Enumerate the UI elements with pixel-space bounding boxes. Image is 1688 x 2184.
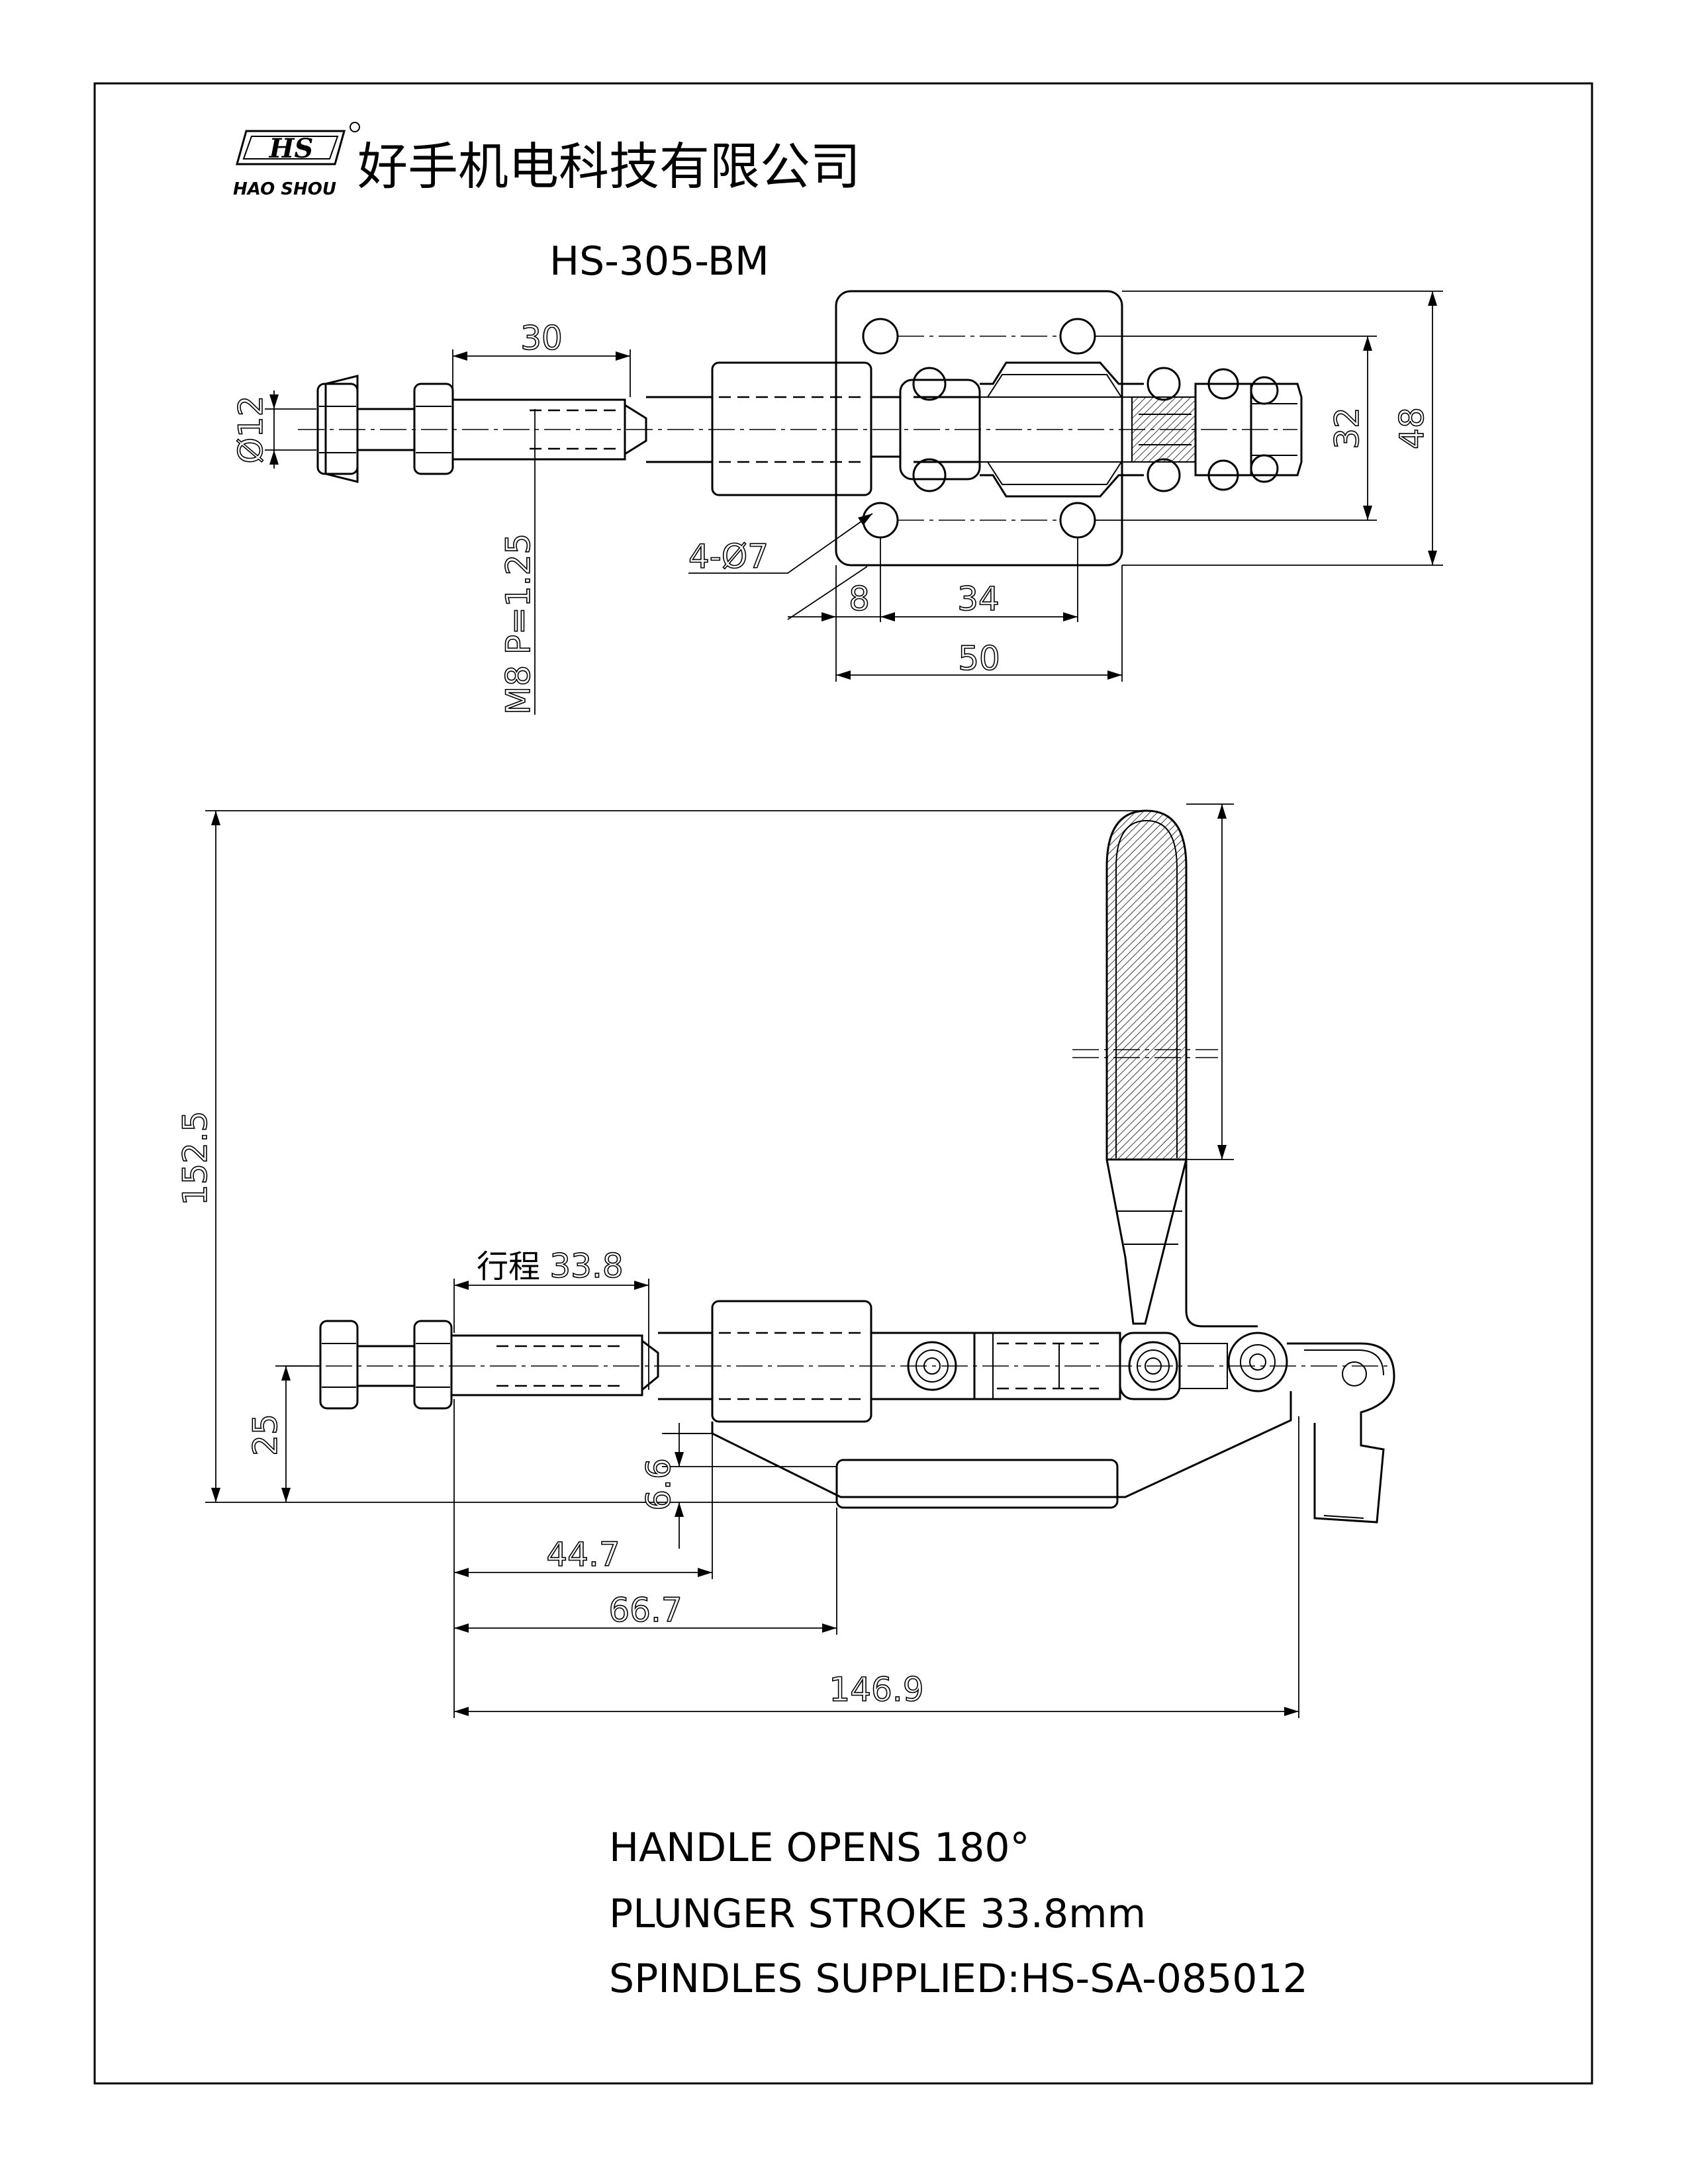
note-line: SPINDLES SUPPLIED:HS-SA-085012 bbox=[609, 1956, 1308, 2002]
company-name: 好手机电科技有限公司 bbox=[357, 137, 861, 196]
threaded-spindle bbox=[450, 1334, 643, 1396]
hex-nut bbox=[319, 1320, 359, 1410]
lock-nut bbox=[413, 1320, 453, 1410]
sheet-border bbox=[93, 82, 1593, 2085]
dim-diameter: Ø12 bbox=[232, 396, 270, 464]
lock-nut bbox=[413, 383, 454, 475]
dim-thread-spec: M8 P=1.25 bbox=[499, 533, 538, 715]
hex-nut bbox=[316, 375, 359, 483]
company-logo: HS HAO SHOU bbox=[233, 122, 360, 199]
guide-bushing bbox=[711, 1300, 872, 1423]
dim-offset: 8 bbox=[849, 580, 870, 618]
model-number: HS-305-BM bbox=[549, 238, 769, 285]
dim-stroke: 33.8 bbox=[549, 1247, 623, 1285]
dim-44: 44.7 bbox=[546, 1535, 620, 1574]
dim-thread-length: 30 bbox=[520, 319, 563, 357]
notes: HANDLE OPENS 180° PLUNGER STROKE 33.8mm … bbox=[609, 1825, 1308, 2002]
dim-stroke-label: 行程 bbox=[477, 1248, 540, 1285]
note-line: HANDLE OPENS 180° bbox=[609, 1825, 1030, 1871]
dim-total-length: 146.9 bbox=[829, 1670, 923, 1709]
logo-text: HS bbox=[269, 133, 314, 164]
note-line: PLUNGER STROKE 33.8mm bbox=[609, 1891, 1146, 1937]
base-plate bbox=[835, 290, 1123, 567]
dim-axis-height: 25 bbox=[246, 1414, 285, 1456]
dim-base-width: 50 bbox=[958, 639, 1000, 678]
dim-total-height: 152.5 bbox=[176, 1111, 214, 1205]
dim-66: 66.7 bbox=[608, 1591, 682, 1629]
base-bracket bbox=[711, 1391, 1292, 1498]
dim-hole-pitch-y: 32 bbox=[1328, 407, 1366, 449]
link-arm bbox=[899, 379, 981, 480]
guide-bushing bbox=[711, 361, 872, 496]
pivot-pin bbox=[907, 1341, 957, 1391]
dim-plate-thickness: 6.6 bbox=[639, 1458, 678, 1511]
side-view: 152.5 25 6.6 行程 33.8 44.7 66.7 bbox=[175, 803, 1395, 1718]
handle-grip bbox=[1105, 809, 1188, 1161]
pivot-section bbox=[1131, 367, 1196, 492]
dim-hole-pitch-x: 34 bbox=[957, 580, 1000, 618]
top-view: 30 Ø12 M8 P=1.25 4-Ø7 32 48 8 bbox=[231, 290, 1443, 715]
dim-holes: 4-Ø7 bbox=[688, 537, 769, 576]
logo-subtext: HAO SHOU bbox=[233, 179, 336, 199]
pivot-pin bbox=[1128, 1341, 1178, 1391]
dim-base-height: 48 bbox=[1393, 407, 1431, 449]
